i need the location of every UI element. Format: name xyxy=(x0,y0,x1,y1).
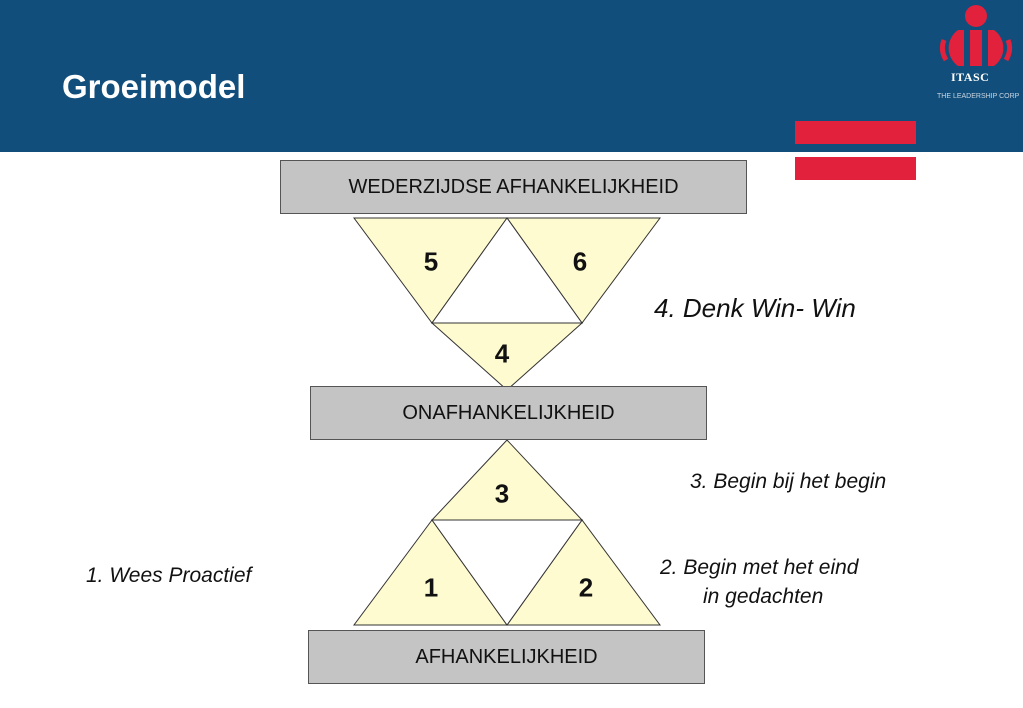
number-4: 4 xyxy=(494,338,510,369)
logo-tagline: THE LEADERSHIP CORP xyxy=(937,93,1020,100)
itasc-logo-icon xyxy=(939,5,1013,66)
level-box-dependence: AFHANKELIJKHEID xyxy=(308,630,705,684)
triangle-4 xyxy=(430,322,584,391)
red-bar-bottom xyxy=(795,157,916,180)
habit-1-label: 1. Wees Proactief xyxy=(86,564,252,587)
number-3: 3 xyxy=(494,478,510,509)
level-box-independence: ONAFHANKELIJKHEID xyxy=(310,386,707,440)
level-box-interdependence: WEDERZIJDSE AFHANKELIJKHEID xyxy=(280,160,747,214)
number-1: 1 xyxy=(423,572,439,603)
page-title: Groeimodel xyxy=(62,68,246,105)
header-bar: Groeimodel xyxy=(0,0,1023,152)
number-6: 6 xyxy=(572,246,588,277)
logo-name: ITASC xyxy=(951,70,990,84)
triangle-center-lower xyxy=(431,519,583,626)
red-bar-top xyxy=(795,121,916,144)
number-2: 2 xyxy=(578,572,594,603)
number-5: 5 xyxy=(423,246,439,277)
habit-2-label-line2: in gedachten xyxy=(703,585,824,608)
habit-2-label-line1: 2. Begin met het eind xyxy=(660,556,859,579)
habit-4-label: 4. Denk Win- Win xyxy=(654,293,856,323)
habit-3-label: 3. Begin bij het begin xyxy=(690,470,887,493)
